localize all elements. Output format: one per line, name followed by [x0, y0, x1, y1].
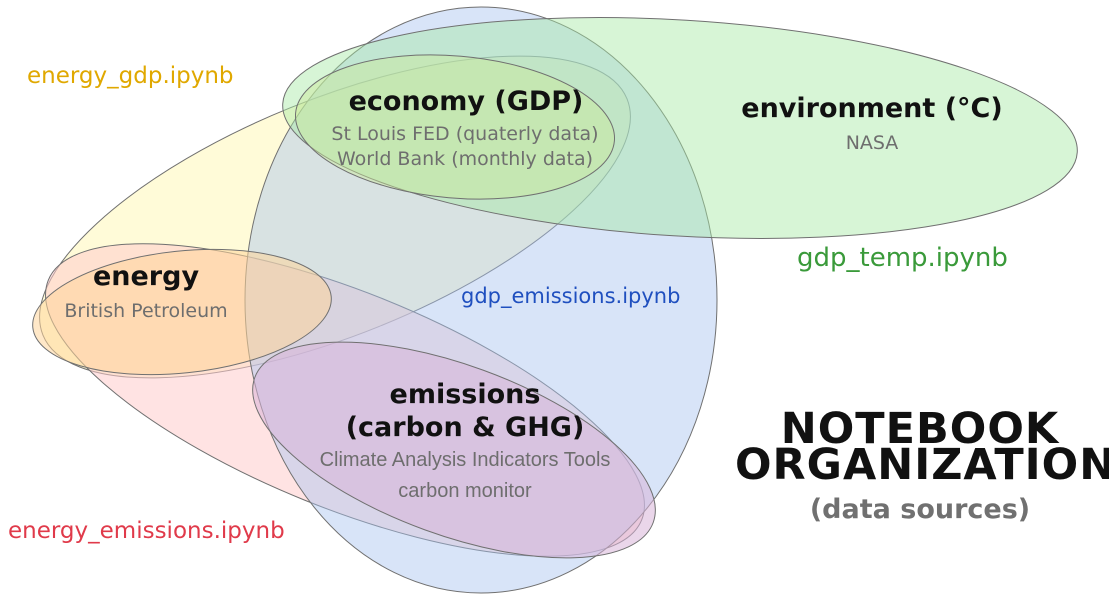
emissions-heading-line-2: (carbon & GHG)	[345, 412, 585, 443]
notebook-energy-emissions-label: energy_emissions.ipynb	[8, 518, 285, 544]
economy-source-1: St Louis FED (quaterly data)	[331, 123, 599, 145]
energy-heading: energy	[92, 261, 200, 292]
environment-source-1: NASA	[845, 132, 899, 154]
page-subtitle: (data sources)	[809, 494, 1031, 525]
economy-source-2: World Bank (monthly data)	[336, 148, 594, 170]
environment-heading: environment (°C)	[741, 93, 1003, 124]
emissions-source-1: Climate Analysis Indicators Tools	[319, 449, 611, 471]
emissions-source-2: carbon monitor	[398, 480, 532, 502]
notebook-gdp-emissions-label: gdp_emissions.ipynb	[461, 284, 681, 308]
economy-heading: economy (GDP)	[348, 86, 584, 117]
energy-source-1: British Petroleum	[64, 300, 228, 322]
page-title-line-1: NOTEBOOK	[780, 404, 1060, 454]
emissions-set	[252, 341, 656, 559]
energy-set	[32, 248, 332, 376]
notebook-gdp-temp-label: gdp_temp.ipynb	[797, 243, 1008, 273]
page-title-line-2: ORGANIZATION	[735, 440, 1109, 490]
economy-set	[294, 54, 616, 200]
emissions-heading-line-1: emissions	[389, 379, 541, 410]
notebook-energy-gdp-label: energy_gdp.ipynb	[27, 63, 234, 89]
gdp-temp-region	[282, 16, 1078, 240]
